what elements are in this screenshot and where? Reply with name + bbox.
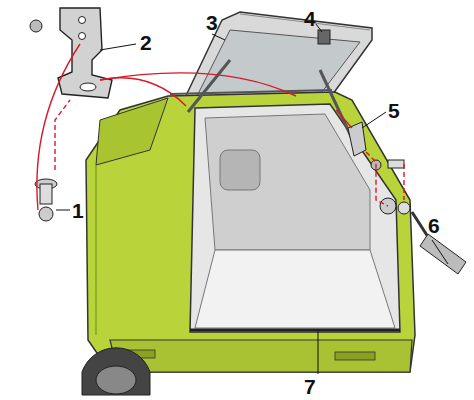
callout-number: 5 bbox=[388, 100, 400, 121]
car-body bbox=[82, 60, 415, 395]
callout-number: 3 bbox=[206, 12, 218, 33]
leader-lines bbox=[56, 24, 448, 374]
tailgate bbox=[182, 12, 372, 104]
callout-number: 1 bbox=[72, 200, 84, 221]
bolt bbox=[35, 179, 57, 221]
callout-number: 6 bbox=[428, 215, 440, 236]
lock bbox=[318, 30, 330, 44]
callout-number: 4 bbox=[304, 8, 316, 29]
assembly-lines bbox=[37, 44, 404, 210]
callout-number: 7 bbox=[304, 376, 316, 397]
strut-bracket bbox=[348, 122, 410, 214]
hinge bbox=[30, 8, 112, 98]
gas-strut bbox=[412, 212, 466, 274]
callout-number: 2 bbox=[140, 32, 152, 53]
